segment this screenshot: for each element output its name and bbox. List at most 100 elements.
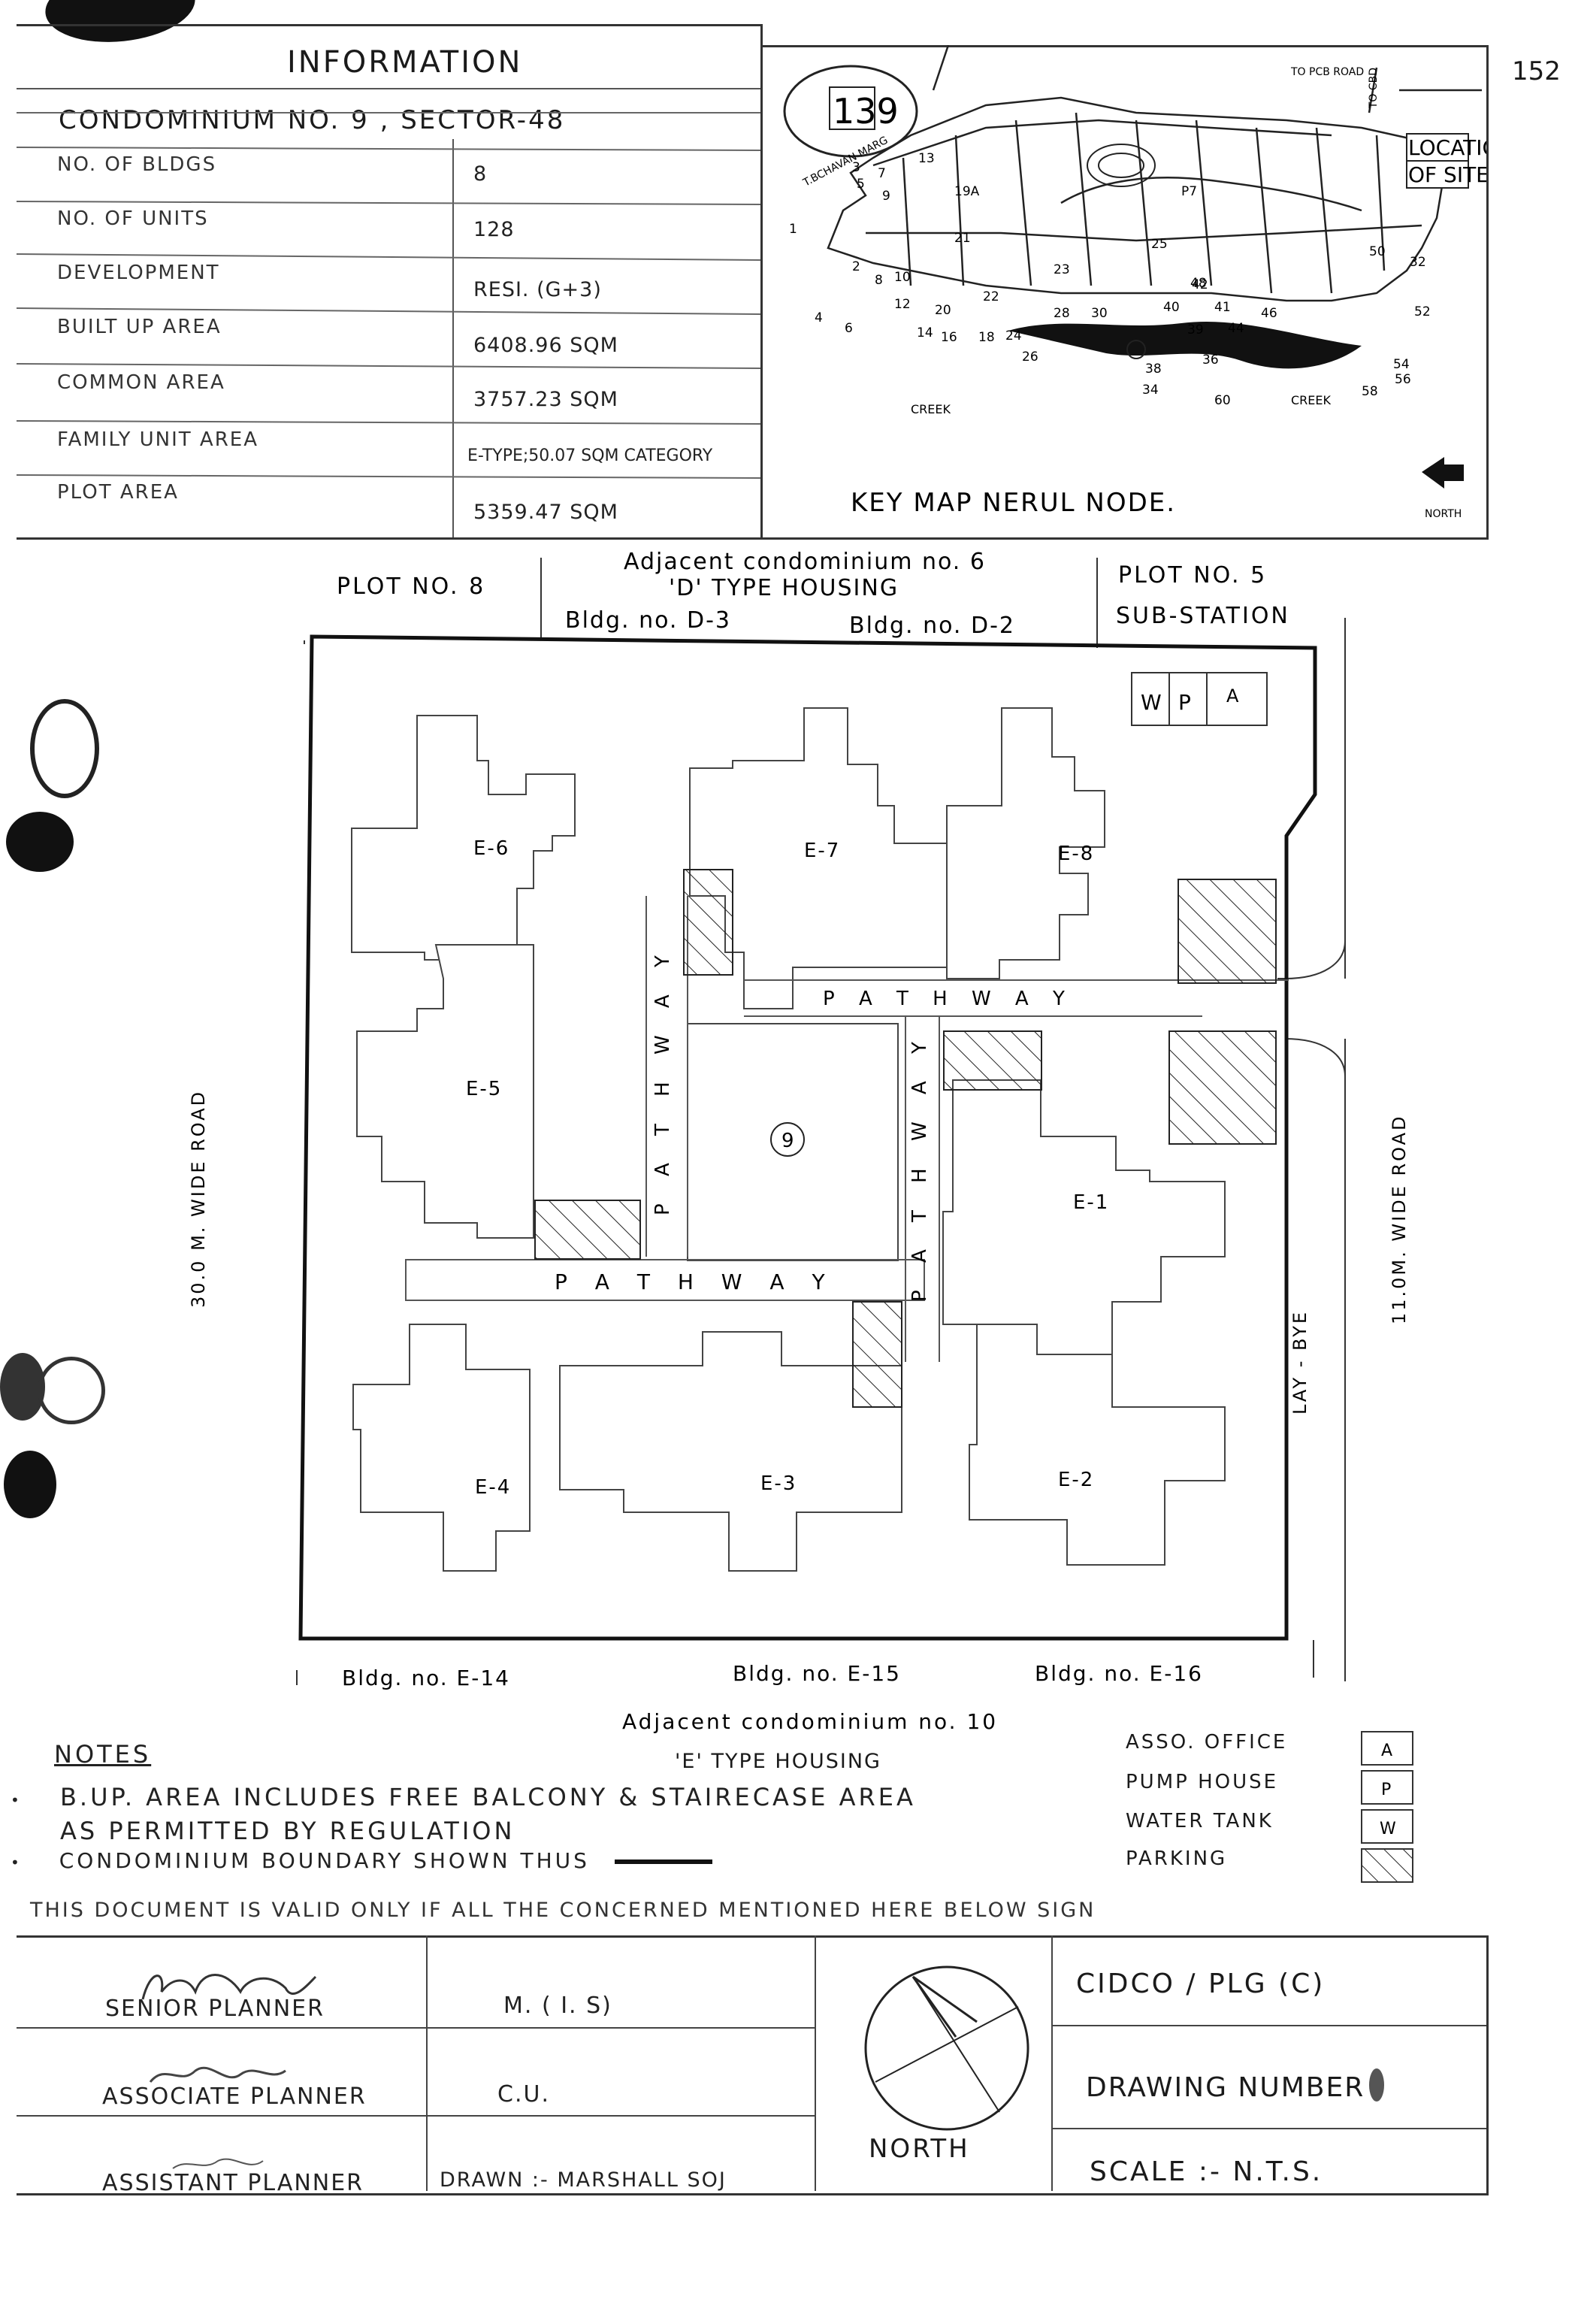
sector-label: 7: [878, 166, 886, 181]
utility-w: W: [1141, 690, 1162, 715]
sector-label: 38: [1145, 362, 1162, 377]
key-map-number: 139: [833, 91, 899, 132]
assistant-planner-label: ASSISTANT PLANNER: [102, 2170, 364, 2196]
parking-area: [943, 1030, 1042, 1091]
page-number: 152: [1512, 56, 1561, 86]
sector-label: 48: [1190, 276, 1207, 291]
senior-planner-label: SENIOR PLANNER: [105, 1996, 325, 2022]
sector-label: 9: [882, 189, 890, 204]
notes-heading: NOTES: [54, 1740, 152, 1769]
creek-label-2: CREEK: [1291, 393, 1332, 407]
creek-shape: [1008, 321, 1362, 369]
building-label-e-8: E-8: [1058, 843, 1094, 865]
notes-line-3: • CONDOMINIUM BOUNDARY SHOWN THUS: [11, 1850, 712, 1872]
condominium-boundary: [298, 634, 1317, 1641]
road-label-3: TO CBD: [1368, 68, 1380, 109]
signature-mark-assistant: [172, 2158, 264, 2169]
associate-planner-label: ASSOCIATE PLANNER: [102, 2083, 367, 2110]
sector-label: 60: [1214, 393, 1231, 408]
sector-label: 23: [1054, 262, 1070, 277]
sector-label: 24: [1005, 328, 1022, 343]
condominium-title: CONDOMINIUM NO. 9 , SECTOR-48: [59, 105, 566, 135]
information-table: INFORMATION CONDOMINIUM NO. 9 , SECTOR-4…: [17, 24, 763, 540]
building-label-e-4: E-4: [475, 1476, 511, 1499]
building-e-3: [559, 1331, 902, 1572]
road-label-1: T.BCHAVAN MARG: [800, 135, 890, 189]
pathway-left: P A T H W A Y: [651, 945, 674, 1215]
info-value-development: RESI. (G+3): [473, 278, 602, 301]
sector-label: 22: [983, 289, 999, 304]
parking-area: [683, 869, 733, 976]
sector-label: 54: [1393, 357, 1410, 372]
signature-grid: [17, 1935, 1486, 2191]
sector-label: 5: [857, 177, 865, 192]
sector-label: 46: [1261, 306, 1277, 321]
key-map-number-circle: [783, 65, 918, 158]
info-label-units: NO. OF UNITS: [57, 207, 209, 230]
legend-label-parking: PARKING: [1126, 1847, 1228, 1870]
info-value-builtup: 6408.96 SQM: [473, 334, 618, 357]
legend-symbol-p: P: [1381, 1781, 1391, 1799]
sector-label: 42: [1192, 277, 1208, 292]
top-right-plot: PLOT NO. 5: [1118, 562, 1267, 589]
lay-bye-label: LAY - BYE: [1289, 1310, 1311, 1415]
bottom-adjacent-2: 'E' TYPE HOUSING: [675, 1750, 881, 1773]
associate-planner-value: C.U.: [497, 2081, 550, 2108]
legend-symbol-a: A: [1381, 1741, 1392, 1760]
site-plan: PLOT NO. 8 Adjacent condominium no. 6 'D…: [188, 549, 1410, 1734]
pathway-right: P A T H W A Y: [908, 1031, 931, 1302]
sector-label: 6: [845, 321, 853, 336]
legend-symbols: A P W: [1361, 1731, 1413, 1883]
sector-label: 34: [1142, 383, 1159, 398]
center-marker-circle: [770, 1122, 805, 1157]
sector-label: 8: [875, 273, 883, 288]
sector-label: 28: [1054, 306, 1070, 321]
office-label: CIDCO / PLG (C): [1076, 1968, 1326, 1999]
parking-areas: [534, 869, 1277, 1408]
bottom-bldg-2: Bldg. no. E-15: [733, 1661, 901, 1686]
sector-label: 12: [894, 297, 911, 312]
notes-line-2: AS PERMITTED BY REGULATION: [60, 1817, 515, 1845]
building-label-e-5: E-5: [466, 1078, 502, 1100]
utility-a: A: [1226, 685, 1239, 707]
information-heading: INFORMATION: [287, 45, 523, 80]
legend-label-tank: WATER TANK: [1126, 1810, 1274, 1832]
key-map: 139 LOCATION OF SITE T.BCHAVAN MARG TO P…: [783, 45, 1486, 520]
parking-area: [1168, 1030, 1277, 1145]
senior-planner-value: M. ( I. S): [503, 1993, 612, 2019]
north-label: NORTH: [869, 2134, 970, 2164]
validity-note: THIS DOCUMENT IS VALID ONLY IF ALL THE C…: [30, 1899, 1096, 1922]
key-map-node-outline: [827, 45, 1482, 302]
notes-line-1-text: B.UP. AREA INCLUDES FREE BALCONY & STAIR…: [59, 1783, 916, 1811]
building-label-e-2: E-2: [1058, 1469, 1094, 1491]
notes-line-3-text: CONDOMINIUM BOUNDARY SHOWN THUS: [59, 1848, 590, 1873]
top-right-sub: SUB-STATION: [1116, 603, 1290, 629]
building-e-2: [969, 1324, 1226, 1566]
sector-label: 44: [1228, 321, 1244, 336]
drawing-number-label: DRAWING NUMBER: [1086, 2072, 1365, 2103]
info-label-builtup: BUILT UP AREA: [57, 316, 222, 338]
right-road-label: 11.0M. WIDE ROAD: [1389, 1114, 1410, 1324]
sector-labels: 1 2 3 4 5 6 7 8 9 10 12 13 14 16 18 19A …: [789, 151, 1431, 408]
scale-label: SCALE :- N.T.S.: [1090, 2156, 1323, 2187]
key-map-panel: [760, 45, 1489, 540]
ink-blot-left-4: [38, 1357, 105, 1424]
parking-area: [1178, 879, 1277, 984]
location-label-2: OF SITE: [1408, 162, 1486, 187]
pathway-middle: P A T H W A Y: [555, 1269, 836, 1294]
signature-mark-associate: [149, 2066, 286, 2083]
info-value-common: 3757.23 SQM: [473, 388, 618, 411]
info-value-bldgs: 8: [473, 162, 488, 186]
creek-label-1: CREEK: [911, 402, 951, 416]
sector-label: 39: [1187, 322, 1204, 337]
legend-symbol-w: W: [1380, 1820, 1396, 1838]
ink-blot-left-2: [30, 699, 99, 798]
top-adjacent-2: 'D' TYPE HOUSING: [669, 575, 899, 601]
building-label-e-7: E-7: [804, 840, 840, 862]
ink-smudge: [1369, 2068, 1384, 2102]
sector-label: 1: [789, 222, 797, 237]
left-road-label: 30.0 M. WIDE ROAD: [188, 1090, 209, 1308]
bottom-bldg-1: Bldg. no. E-14: [342, 1666, 510, 1690]
top-adjacent-1: Adjacent condominium no. 6: [624, 549, 986, 575]
bottom-bldg-3: Bldg. no. E-16: [1035, 1661, 1203, 1686]
